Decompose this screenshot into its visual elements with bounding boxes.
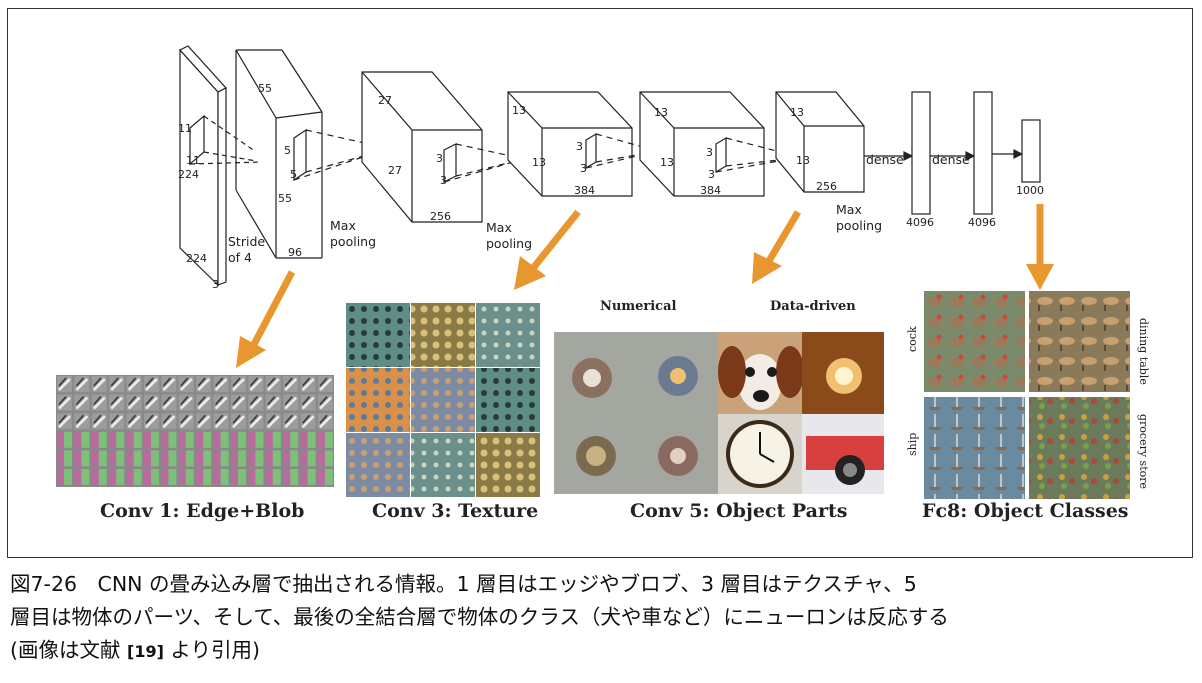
conv5-sub-right: Data-driven bbox=[770, 299, 856, 314]
pool3-line1: Max bbox=[836, 202, 862, 217]
pool2-line2: pooling bbox=[486, 236, 532, 251]
dense1-label: dense bbox=[866, 152, 904, 167]
conv1-top: 55 bbox=[258, 82, 272, 95]
conv2-depth: 256 bbox=[430, 210, 451, 223]
caption-reference: [19] bbox=[127, 642, 164, 661]
conv1-depth: 96 bbox=[288, 246, 302, 259]
input-height: 224 bbox=[178, 168, 199, 181]
input-kernel-a: 11 bbox=[178, 122, 192, 135]
fc8-classes-panel bbox=[924, 291, 1130, 499]
caption-line-2: 層目は物体のパーツ、そして、最後の全結合層で物体のクラス（犬や車など）にニューロ… bbox=[10, 605, 949, 629]
caption-line-3-a: (画像は文献 bbox=[10, 638, 128, 662]
conv1-block bbox=[235, 46, 379, 259]
conv1-kernel-b: 5 bbox=[290, 168, 297, 181]
input-width: 224 bbox=[186, 252, 207, 265]
pool1-line1: Max bbox=[330, 218, 356, 233]
dense2-size: 4096 bbox=[968, 216, 996, 229]
conv1-side: 55 bbox=[278, 192, 292, 205]
conv1-filter-texture bbox=[56, 375, 334, 487]
conv5-caption: Conv 5: Object Parts bbox=[630, 500, 848, 522]
conv4-side: 13 bbox=[660, 156, 674, 169]
conv5-block bbox=[775, 91, 865, 193]
fc8-label-dining-table: dining table bbox=[1137, 318, 1150, 385]
pool1-line2: pooling bbox=[330, 234, 376, 249]
fc8-caption: Fc8: Object Classes bbox=[922, 500, 1129, 522]
stride-line2: of 4 bbox=[228, 250, 252, 265]
orange-arrows bbox=[236, 204, 1054, 368]
conv1-caption: Conv 1: Edge+Blob bbox=[100, 500, 305, 522]
conv5-side: 13 bbox=[796, 154, 810, 167]
dense1-size: 4096 bbox=[906, 216, 934, 229]
conv5-parts-images bbox=[554, 332, 884, 494]
conv2-kernel-a: 3 bbox=[436, 152, 443, 165]
conv3-depth: 384 bbox=[574, 184, 595, 197]
conv3-kernel-a: 3 bbox=[576, 140, 583, 153]
output-size: 1000 bbox=[1016, 184, 1044, 197]
conv2-side: 27 bbox=[388, 164, 402, 177]
fc8-label-cock: cock bbox=[906, 326, 919, 352]
conv2-kernel-b: 3 bbox=[440, 174, 447, 187]
conv4-kernel-b: 3 bbox=[708, 168, 715, 181]
conv5-top: 13 bbox=[790, 106, 804, 119]
pool2-line1: Max bbox=[486, 220, 512, 235]
input-depth: 3 bbox=[212, 278, 219, 291]
conv3-caption: Conv 3: Texture bbox=[372, 500, 539, 522]
conv3-texture-grid bbox=[346, 303, 540, 497]
conv5-depth: 256 bbox=[816, 180, 837, 193]
dense2-label: dense bbox=[932, 152, 970, 167]
conv2-block bbox=[361, 71, 521, 223]
conv1-filter-grid bbox=[56, 375, 334, 487]
caption-line-1: 図7-26 CNN の畳み込み層で抽出される情報。1 層目はエッジやブロブ、3 … bbox=[10, 572, 917, 596]
input-kernel-b: 11 bbox=[186, 154, 200, 167]
input-layer bbox=[179, 45, 263, 287]
conv3-side: 13 bbox=[532, 156, 546, 169]
conv3-kernel-b: 3 bbox=[580, 162, 587, 175]
pool3-line2: pooling bbox=[836, 218, 882, 233]
conv5-parts-panel bbox=[554, 332, 884, 494]
conv3-texture-panel bbox=[346, 303, 540, 497]
conv4-kernel bbox=[715, 136, 727, 174]
fc8-label-ship: ship bbox=[906, 432, 919, 456]
fc8-label-grocery-store: grocery store bbox=[1137, 414, 1150, 490]
conv5-sub-left: Numerical bbox=[600, 299, 677, 314]
conv1-kernel-a: 5 bbox=[284, 144, 291, 157]
stride-line1: Stride bbox=[228, 234, 265, 249]
network-diagram: 11 11 224 224 3 55 55 96 5 5 Stride of 4… bbox=[178, 45, 1054, 368]
conv3-top: 13 bbox=[512, 104, 526, 117]
conv3-block bbox=[507, 91, 655, 197]
figure-caption: 図7-26 CNN の畳み込み層で抽出される情報。1 層目はエッジやブロブ、3 … bbox=[10, 568, 1196, 668]
conv3-kernel bbox=[585, 132, 597, 170]
caption-line-3: (画像は文献 [19] より引用) bbox=[10, 634, 1196, 668]
dense-layers bbox=[864, 91, 1041, 215]
conv4-top: 13 bbox=[654, 106, 668, 119]
conv2-top: 27 bbox=[378, 94, 392, 107]
conv4-kernel-a: 3 bbox=[706, 146, 713, 159]
caption-line-3-b: より引用) bbox=[163, 638, 261, 662]
fc8-class-images bbox=[924, 291, 1130, 499]
conv4-depth: 384 bbox=[700, 184, 721, 197]
